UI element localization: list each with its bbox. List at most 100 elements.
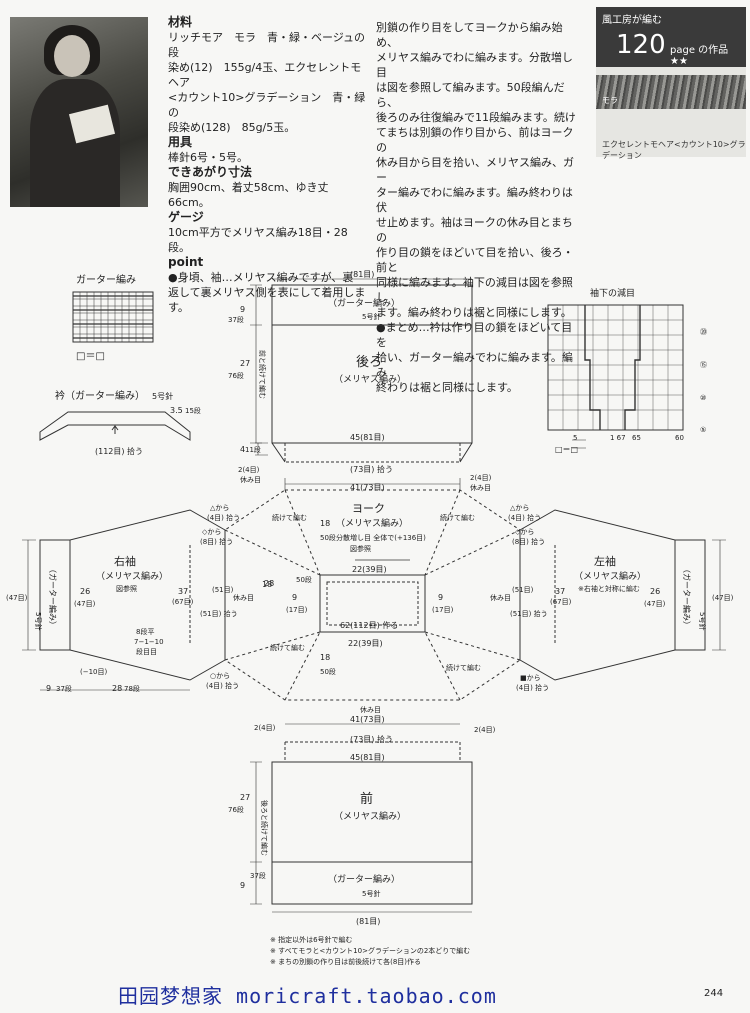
rs-47: (47目) [6, 594, 28, 602]
badge-title: 風工房が編む [602, 15, 662, 26]
ls-47: (47目) [712, 594, 734, 602]
page-number: 244 [704, 988, 724, 999]
garter-swatch-grid [72, 291, 154, 343]
sd-row-15: ⑮ [700, 361, 707, 369]
instruction-line: 作り目の鎖をほどいて目を拾い、後ろ・前と [376, 246, 574, 274]
ls-garter: （ガーター編み） [682, 565, 692, 629]
back-continue: 前と続けて編む [258, 350, 267, 399]
front-45: 45(81目) [350, 753, 385, 762]
ls-26b: (47目) [644, 600, 666, 608]
yoke-17r: (17目) [432, 606, 454, 614]
instruction-line: 終わりは裾と同様にします。 [376, 381, 518, 394]
ls-51b: (51目) 拾う [510, 609, 548, 618]
point-line: ●身頃、袖…メリヤス編みですが、裏 [168, 271, 354, 284]
collar-35: 3.5 [170, 406, 183, 415]
back-9: 9 [240, 305, 245, 314]
ls-rest: 休み目 [490, 593, 511, 602]
rs-7110: 7−1−10 [134, 638, 164, 646]
rs-51: (51目) [212, 586, 234, 594]
yoke-50l: 50段 [296, 575, 312, 584]
back-panel [271, 284, 473, 444]
yoke-9l: 9 [292, 593, 297, 602]
ls-from3: ■から [520, 674, 541, 682]
back-garter: （ガーター編み） [328, 297, 400, 309]
note-3: ※ まちの別鎖の作り目は前後続けて各(8目)作る [270, 957, 421, 966]
gauge-text: 10cm平方でメリヤス編み18目・28段。 [168, 226, 348, 254]
rs-pick3: (4目) 拾う [206, 681, 239, 690]
front-garter: （ガーター編み） [328, 873, 400, 885]
back-rest: 休み目 [240, 475, 261, 484]
gauge-heading: ゲージ [168, 210, 204, 224]
ls-37: 37 [555, 587, 565, 596]
rs-from3: ○から [210, 672, 230, 680]
point-heading: point [168, 255, 204, 269]
rs-9: 9 [46, 684, 51, 693]
yoke-ref: 図参照 [350, 544, 371, 553]
front-81: (81目) [356, 917, 380, 926]
front-27: 27 [240, 793, 250, 802]
yoke-stitch: （メリヤス編み） [336, 517, 408, 529]
yoke-continue-br: 続けて編む [446, 663, 481, 672]
ls-pick3: (4目) 拾う [516, 683, 549, 692]
badge-number: 120 [616, 30, 666, 60]
front-2-4l: 2(4目) [254, 724, 276, 732]
left-sleeve-shape [519, 509, 726, 681]
ls-51: (51目) [512, 586, 534, 594]
rs-28: 28 [264, 579, 274, 588]
materials-line: 段染め(128) 85g/5玉。 [168, 121, 296, 134]
rs-pick2: (8目) 拾う [200, 537, 233, 546]
back-stitch: （メリヤス編み） [334, 373, 406, 385]
ls-from2: ◇から [515, 528, 534, 536]
sd-1-67: 1 67 [610, 434, 626, 442]
back-76: 76段 [228, 371, 244, 380]
back-37: 37段 [228, 315, 244, 324]
sd-65: 65 [632, 434, 641, 442]
back-11: 11段 [245, 445, 261, 454]
front-9: 9 [240, 881, 245, 890]
back-2-4: 2(4目) [238, 466, 260, 474]
work-badge: 風工房が編む 120 page の作品 ★★ [596, 7, 746, 67]
instruction-line: せ止めます。袖はヨークの休み目とまちの [376, 216, 573, 244]
front-continue: 後ろと続けて編む [260, 800, 269, 856]
materials-line: 染め(12) 155g/4玉、エクセレントモヘア [168, 61, 362, 89]
tools-heading: 用具 [168, 135, 193, 149]
collar-pick: (112目) 拾う [95, 446, 143, 456]
rs-8dan: 8段平 [136, 627, 154, 636]
rs-from2: ◇から [202, 528, 221, 536]
right-sleeve-shape [22, 509, 226, 691]
front-37: 37段 [250, 871, 266, 880]
front-73: (73目) 拾う [350, 734, 393, 744]
yoke-22-bottom: 22(39目) [348, 639, 383, 648]
instruction-line: 拾い、ガーター編みでわに編みます。編み [376, 351, 573, 379]
front-41: 41(73目) [350, 715, 385, 724]
yoke-17l: (17目) [286, 606, 308, 614]
back-2-4r: 2(4目) [470, 474, 492, 482]
tools-text: 棒針6号・5号。 [168, 151, 248, 164]
yoke-50: 50段 [320, 533, 336, 542]
ls-26: 26 [650, 587, 660, 596]
back-rest-r: 休み目 [470, 483, 491, 492]
ls-needle: 5号針 [698, 612, 707, 630]
materials-block: 材料 リッチモア モラ 青・緑・ベージュの段 染め(12) 155g/4玉、エク… [168, 15, 368, 315]
yoke-title: ヨーク [352, 502, 385, 515]
yarn-label-1: モラ [602, 96, 618, 105]
yarn-sample: モラ エクセレントモヘア<カウント10>グラデーション [596, 67, 746, 160]
instruction-line: ター編みでわに編みます。編み終わりは伏 [376, 186, 573, 214]
ls-from1: △から [510, 504, 529, 512]
front-2-4r: 2(4目) [474, 726, 496, 734]
ls-stitch: （メリヤス編み） [574, 570, 646, 582]
badge-page-label: page の作品 ★★ [670, 45, 729, 67]
rs-26b: (47目) [74, 600, 96, 608]
instruction-line: 休み目から目を拾い、メリヤス編み、ガー [376, 156, 574, 184]
front-title: 前 [360, 791, 373, 807]
rs-title: 右袖 [114, 554, 136, 568]
rs-10: (−10目) [80, 668, 108, 676]
collar-needle: 5号針 [152, 391, 173, 401]
rs-51b: (51目) 拾う [200, 609, 238, 618]
model-photo [10, 17, 148, 207]
materials-heading: 材料 [168, 15, 193, 29]
back-needle: 5号針 [362, 312, 380, 321]
rs-26: 26 [80, 587, 90, 596]
rs-pick1: (4目) 拾う [207, 513, 240, 522]
ls-pick1: (4目) 拾う [508, 513, 541, 522]
